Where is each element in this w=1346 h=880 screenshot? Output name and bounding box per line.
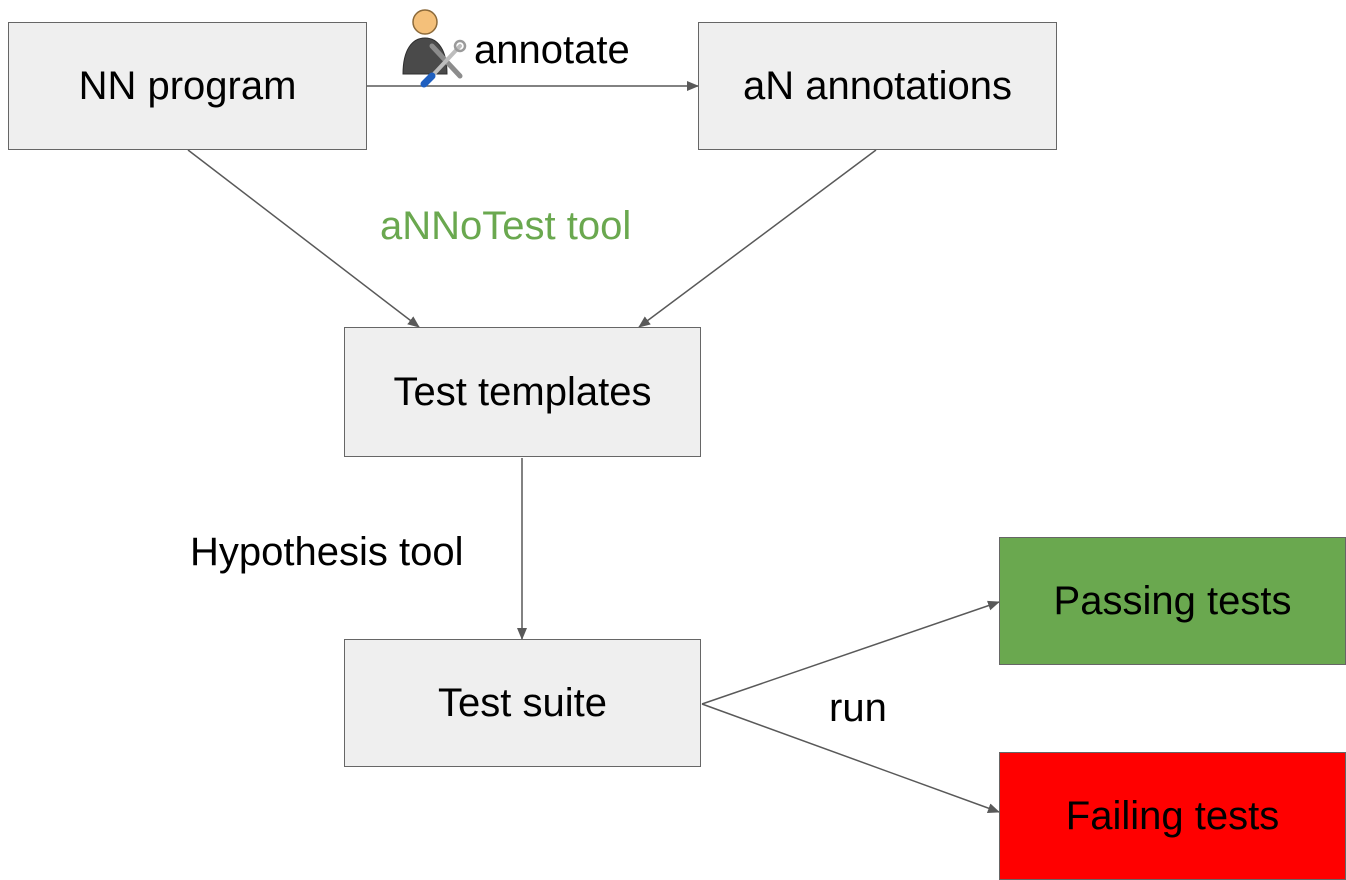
node-failing-tests-label: Failing tests	[1065, 793, 1280, 838]
edge-label-hypothesis-tool: Hypothesis tool	[190, 530, 464, 574]
node-test-suite: Test suite	[344, 639, 701, 767]
node-an-annotations-label: aN annotations	[742, 63, 1013, 108]
edge-label-annotate: annotate	[474, 28, 630, 72]
node-test-templates-label: Test templates	[393, 369, 652, 414]
edge-nn-program-to-test-templates	[187, 149, 420, 328]
node-passing-tests-label: Passing tests	[1053, 578, 1292, 623]
node-an-annotations: aN annotations	[698, 22, 1057, 150]
edge-label-run: run	[829, 686, 887, 730]
edge-label-annotest-tool: aNNoTest tool	[380, 204, 632, 248]
user-with-tools-icon	[402, 9, 467, 88]
node-failing-tests: Failing tests	[999, 752, 1346, 880]
node-nn-program: NN program	[8, 22, 367, 150]
node-passing-tests: Passing tests	[999, 537, 1346, 665]
edge-an-annotations-to-test-templates	[638, 149, 877, 328]
node-nn-program-label: NN program	[78, 63, 297, 108]
edge-test-suite-to-failing-tests	[701, 703, 1000, 813]
node-test-suite-label: Test suite	[438, 680, 607, 725]
edge-test-suite-to-passing-tests	[701, 600, 1000, 705]
node-test-templates: Test templates	[344, 327, 701, 457]
